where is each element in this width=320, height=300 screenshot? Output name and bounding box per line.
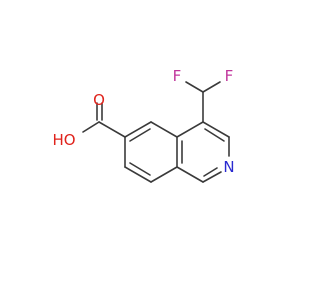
atom-label-o: O — [93, 91, 105, 109]
atom-label-n: N — [223, 158, 234, 176]
bond-chf2-f2 — [202, 81, 221, 93]
bond-c1-n-inner — [203, 167, 218, 177]
bond-c6-cooh — [98, 121, 126, 138]
bond-c5-c6 — [124, 121, 152, 138]
bond-c7-c8 — [124, 166, 152, 183]
bond-chf2-f1 — [185, 81, 204, 93]
atom-label-f1: F — [173, 67, 182, 85]
bond-c3-c4 — [202, 121, 230, 138]
bond-cooh-oh — [82, 121, 100, 133]
bond-c8-c8a — [150, 166, 178, 183]
atom-label-f2: F — [225, 67, 234, 85]
bond-c3-c4-inner — [204, 128, 225, 142]
bond-c4-c4a — [176, 121, 204, 138]
bond-c8a-c1 — [176, 166, 204, 183]
molecule-structure-diagram: F F N HO O — [52, 67, 235, 183]
bond-c4a-c5 — [150, 121, 178, 138]
bond-c5-c6-inner — [129, 128, 151, 142]
bond-c7-c8-inner — [129, 162, 151, 176]
bond-c1-n — [202, 171, 222, 183]
atom-label-ho: HO — [52, 131, 75, 149]
